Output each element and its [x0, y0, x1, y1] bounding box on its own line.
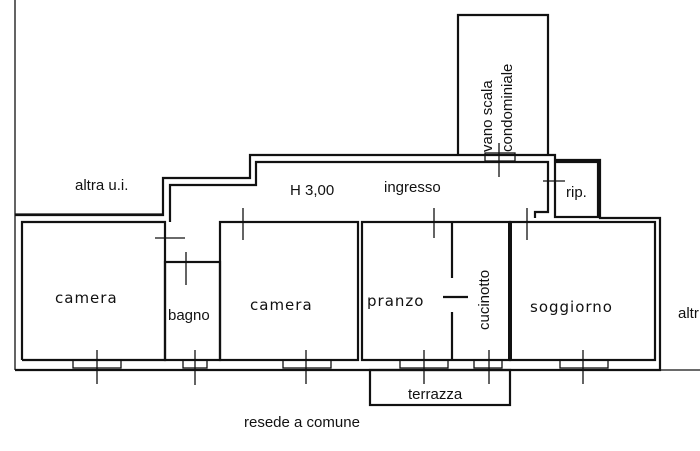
label-cucinotto: cucinotto	[476, 270, 493, 330]
label-altra-ui-left: altra u.i.	[75, 177, 128, 194]
label-ingresso: ingresso	[384, 179, 441, 196]
label-vano-scala: vano scala	[479, 80, 496, 152]
label-condominiale: condominiale	[499, 64, 516, 152]
label-terrazza: terrazza	[408, 386, 463, 403]
label-bagno: bagno	[168, 307, 210, 324]
label-ripostiglio: rip.	[566, 184, 587, 201]
label-height: H 3,00	[290, 182, 334, 199]
label-camera-left: camera	[55, 289, 118, 307]
room-walls	[163, 160, 657, 407]
window-marks	[72, 143, 609, 385]
stairwell-walls	[456, 13, 550, 155]
label-resede: resede a comune	[244, 414, 360, 431]
label-camera-center: camera	[250, 296, 313, 314]
label-altra-ui-right: altr	[678, 305, 699, 322]
label-pranzo: pranzo	[367, 292, 424, 310]
label-soggiorno: soggiorno	[530, 298, 613, 316]
